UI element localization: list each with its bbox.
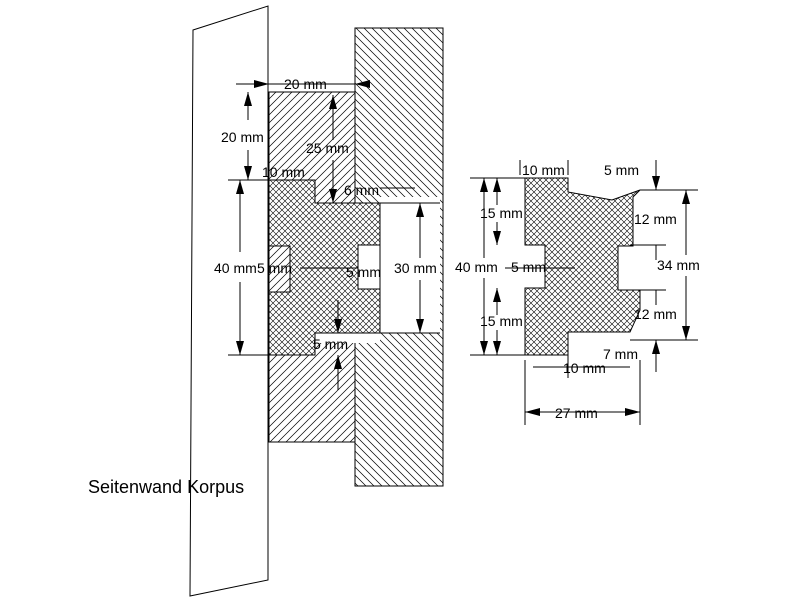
dim-height-30: 30 mm	[394, 260, 437, 276]
dim-bottom-5: 5 mm	[313, 336, 348, 352]
dim-slot-5-right: 5 mm	[346, 264, 381, 280]
dim-top-height: 20 mm	[221, 129, 264, 145]
dim-right-width-27: 27 mm	[555, 405, 598, 421]
dim-right-mid-5: 5 mm	[511, 259, 546, 275]
dim-right-bottom-10: 10 mm	[563, 360, 606, 376]
right-dimension-lines	[470, 160, 698, 425]
dim-right-upper-12: 12 mm	[634, 211, 677, 227]
left-dimension-lines	[228, 80, 424, 390]
dim-total-40: 40 mm	[214, 260, 257, 276]
dim-step-10: 10 mm	[262, 164, 305, 180]
dim-right-bottom-7: 7 mm	[603, 346, 638, 362]
dim-right-34: 34 mm	[657, 257, 700, 273]
right-dimension-labels: 10 mm 5 mm 15 mm 12 mm 40 mm 5 mm 34 mm …	[455, 162, 700, 421]
dim-top-width: 20 mm	[284, 76, 327, 92]
side-wall	[189, 5, 269, 597]
dim-right-lower-15: 15 mm	[480, 313, 523, 329]
left-dimension-labels: 20 mm 20 mm 25 mm 10 mm 6 mm 40 mm 5 mm …	[214, 76, 437, 352]
dim-upper-depth: 25 mm	[306, 140, 349, 156]
dim-right-lower-12: 12 mm	[634, 306, 677, 322]
side-wall-label: Seitenwand Korpus	[88, 477, 244, 497]
dim-gap-6: 6 mm	[344, 182, 379, 198]
dim-right-top-10: 10 mm	[522, 162, 565, 178]
dim-right-total-40: 40 mm	[455, 259, 498, 275]
dim-right-upper-15: 15 mm	[480, 205, 523, 221]
dim-right-top-5: 5 mm	[604, 162, 639, 178]
dim-slot-5-left: 5 mm	[257, 260, 292, 276]
right-profile	[524, 177, 641, 356]
